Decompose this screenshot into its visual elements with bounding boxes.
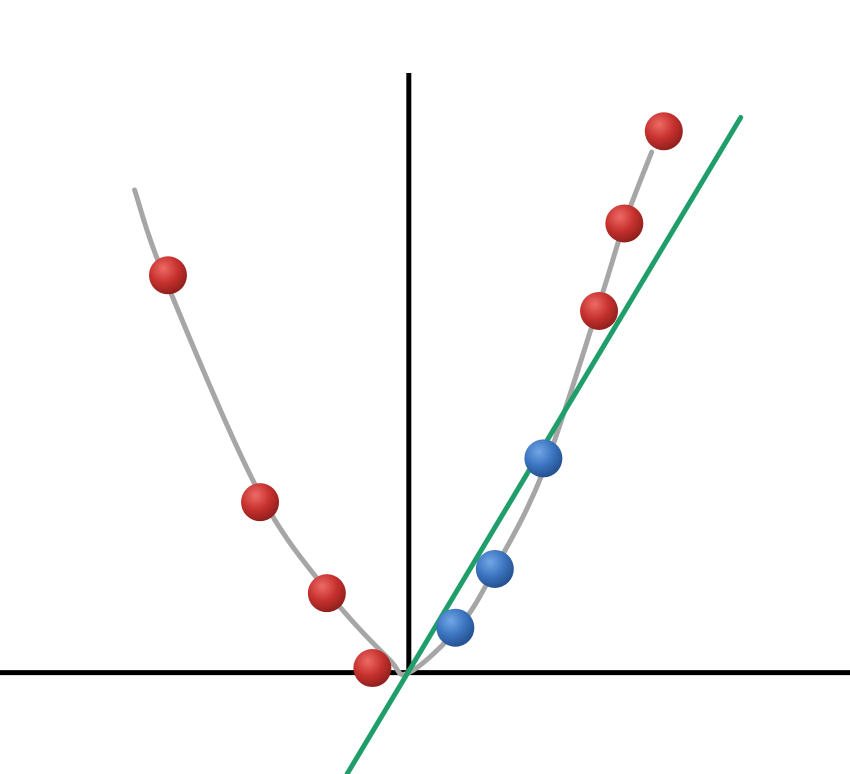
axes: [0, 73, 850, 676]
red-data-point: [353, 649, 392, 688]
blue-data-point: [475, 549, 514, 588]
red-data-point: [644, 112, 683, 151]
red-data-point: [307, 574, 346, 613]
plot-area: [132, 112, 744, 774]
red-data-point: [580, 291, 619, 330]
red-data-point: [605, 204, 644, 243]
red-data-point: [148, 256, 187, 295]
fitted-curve: [132, 149, 655, 678]
blue-data-point: [436, 608, 475, 647]
red-data-point: [241, 483, 280, 522]
blue-data-point: [524, 439, 563, 478]
